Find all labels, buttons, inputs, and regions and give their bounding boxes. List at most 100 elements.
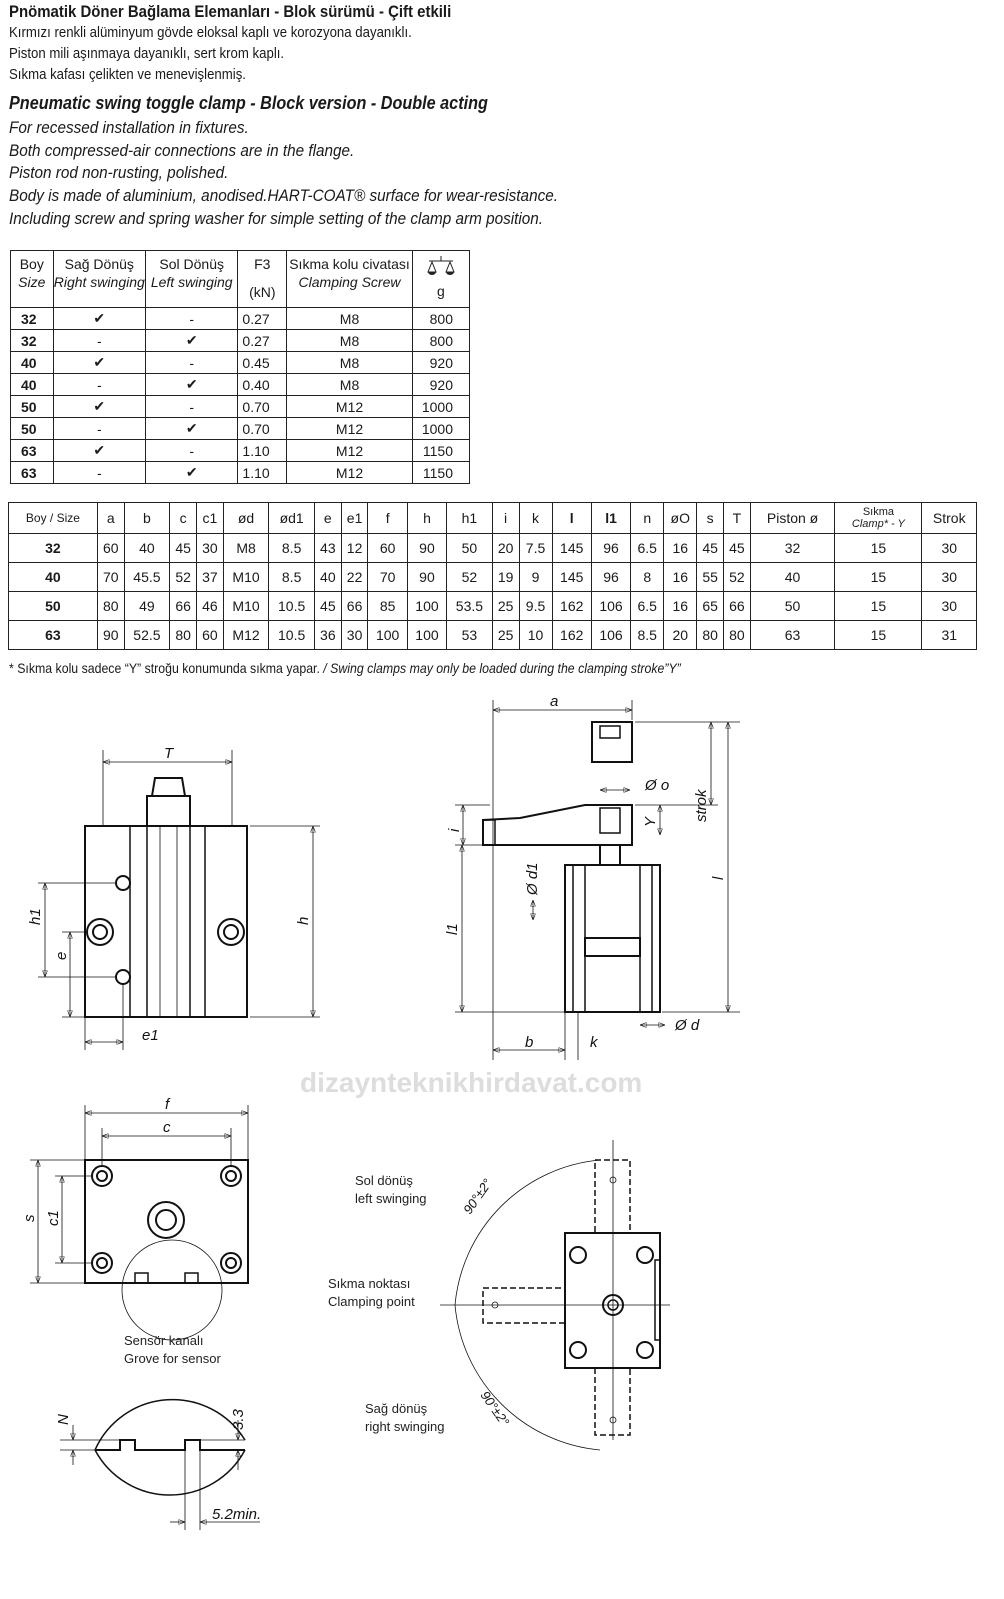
screw-cell: M8 (286, 351, 413, 374)
table-cell: 50 (749, 591, 836, 621)
right-swinging-cell: ✔ (52, 351, 146, 374)
table-cell: 7.5 (518, 533, 553, 563)
screw-cell: M12 (286, 461, 413, 484)
table-cell: 20 (663, 620, 698, 650)
table-cell: 30 (195, 533, 224, 563)
table-cell: 6.5 (630, 591, 665, 621)
table-cell: 52 (446, 562, 493, 592)
table-cell: 49 (123, 591, 171, 621)
table-cell: M8 (222, 533, 270, 563)
column-header: Boy / Size (8, 502, 98, 534)
table-cell: 90 (96, 620, 125, 650)
english-line: Both compressed-air connections are in t… (9, 141, 355, 160)
f3-cell: 1.10 (237, 461, 288, 484)
f3-cell: 0.70 (237, 417, 288, 440)
right-swinging-cell: - (52, 461, 146, 484)
column-header: n (630, 502, 665, 534)
column-header: øO (663, 502, 698, 534)
dim-strok: strok (693, 788, 710, 822)
weight-unit: g (437, 283, 445, 299)
weight-cell: 1150 (411, 461, 471, 484)
dim-h1: h1 (27, 908, 44, 925)
table-cell: 90 (406, 562, 448, 592)
right-swinging-cell: ✔ (52, 307, 146, 330)
table-cell: 80 (169, 620, 197, 650)
column-header: k (518, 502, 553, 534)
table-cell: 53.5 (446, 591, 493, 621)
dim-d1: Ø d1 (524, 862, 541, 896)
english-line: Body is made of aluminium, anodised.HART… (9, 186, 558, 205)
dim-n: N (55, 1414, 72, 1425)
side-view-drawing: a l strok Ø o Y i l1 Ø d1 Ø d b k (444, 693, 740, 1060)
dim-T: T (164, 745, 175, 762)
table-cell: 12 (340, 533, 369, 563)
dim-e: e (53, 952, 70, 960)
size-cell: 63 (10, 461, 54, 484)
right-swinging-cell: - (52, 373, 146, 396)
right-swinging-cell: ✔ (52, 439, 146, 462)
column-header: f (367, 502, 408, 534)
screw-cell: M8 (286, 373, 413, 396)
table-cell: 60 (195, 620, 224, 650)
screw-header-tr: Sıkma kolu civatası (289, 256, 410, 272)
table-cell: 60 (367, 533, 408, 563)
dim-b: b (525, 1034, 533, 1051)
left-swinging-cell: - (144, 439, 239, 462)
right-header-en: Right swinging (53, 274, 145, 290)
table-cell: 145 (551, 533, 592, 563)
dim-k: k (590, 1034, 599, 1051)
f3-cell: 0.40 (237, 373, 288, 396)
table-cell: 32 (8, 533, 98, 563)
table-cell: 40 (123, 533, 171, 563)
english-line: Including screw and spring washer for si… (9, 209, 544, 228)
front-view-drawing: T h h1 e e1 (27, 745, 320, 1050)
size-cell: 50 (10, 417, 54, 440)
table-cell: 80 (96, 591, 125, 621)
table-cell: 45 (723, 533, 751, 563)
clamp-point-tr: Sıkma noktası (328, 1276, 410, 1291)
technical-drawings: dizaynteknikhirdavat.com T h h1 e e1 (21, 693, 740, 1530)
table-cell: 80 (723, 620, 751, 650)
table-cell: 52.5 (123, 620, 171, 650)
left-swinging-cell: - (144, 351, 239, 374)
table-cell: 16 (663, 533, 698, 563)
size-header-en: Size (18, 274, 46, 290)
f3-header: F3 (254, 256, 271, 272)
right-swinging-cell: - (52, 417, 146, 440)
dim-e1: e1 (142, 1027, 159, 1044)
table-cell: 30 (340, 620, 369, 650)
weight-cell: 920 (411, 351, 471, 374)
table-cell: 66 (723, 591, 751, 621)
table-cell: 15 (834, 533, 923, 563)
f3-cell: 0.70 (237, 395, 288, 418)
english-line: For recessed installation in fixtures. (9, 118, 249, 137)
table-cell: 25 (491, 591, 520, 621)
size-cell: 32 (10, 329, 54, 352)
table-cell: 52 (723, 562, 751, 592)
column-header: T (723, 502, 751, 534)
dim-l1: l1 (444, 923, 461, 935)
screw-header-en: Clamping Screw (298, 274, 401, 290)
column-header: Piston ø (749, 502, 836, 534)
dim-width: 5.2min. (212, 1506, 261, 1523)
table-cell: 96 (590, 533, 632, 563)
top-view-drawing: f c s c1 Sensör kanalı Grove for sensor (21, 1096, 249, 1366)
f3-cell: 1.10 (237, 439, 288, 462)
column-header: e (313, 502, 342, 534)
column-header: c1 (195, 502, 224, 534)
table-cell: 15 (834, 591, 923, 621)
footnote-en: / Swing clamps may only be loaded during… (323, 660, 681, 676)
table-cell: 30 (921, 533, 977, 563)
table-cell: 8.5 (630, 620, 665, 650)
dim-y: Y (642, 816, 659, 827)
screw-cell: M12 (286, 439, 413, 462)
dim-l: l (710, 876, 727, 880)
